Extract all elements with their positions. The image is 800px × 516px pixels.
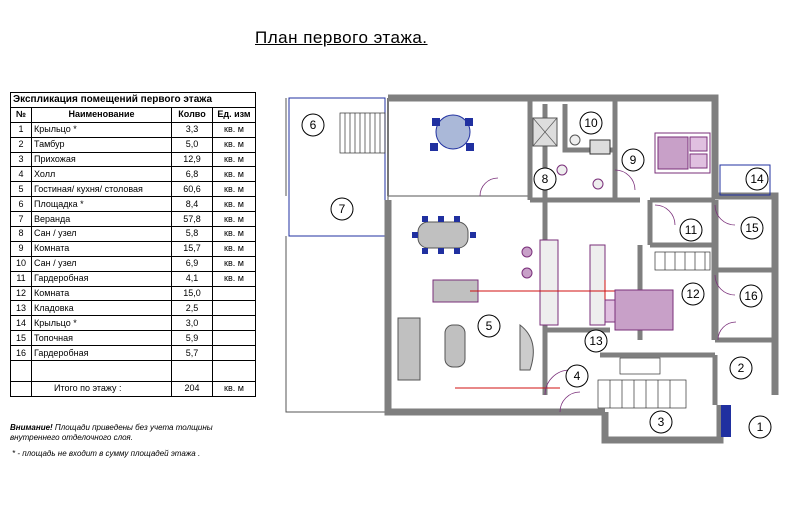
room-label-5: 5 — [486, 319, 493, 333]
dining-table — [417, 221, 469, 249]
stairs-middle — [654, 251, 711, 271]
kitchen-counter — [539, 239, 559, 326]
room-label-12: 12 — [686, 287, 700, 301]
room-label-4: 4 — [574, 369, 581, 383]
total-row: Итого по этажу : 204 кв. м — [10, 381, 256, 397]
note-text: Площади приведены без учета толщины внут… — [10, 423, 213, 442]
room-label-1: 1 — [757, 420, 764, 434]
row-unit: кв. м — [212, 136, 256, 153]
note-bold: Внимание! — [10, 423, 53, 432]
entrance-door — [721, 405, 731, 437]
coffee-table — [444, 324, 466, 368]
sink — [589, 139, 611, 155]
room-label-3: 3 — [658, 415, 665, 429]
bed-room12 — [614, 289, 674, 331]
room-label-16: 16 — [744, 289, 758, 303]
row-unit: кв. м — [212, 255, 256, 272]
stairs-lower — [597, 379, 687, 409]
landing-outline — [288, 97, 386, 237]
page-title: План первого этажа. — [255, 28, 428, 47]
room-label-6: 6 — [310, 118, 317, 132]
toilet — [569, 134, 581, 146]
room-label-10: 10 — [584, 116, 598, 130]
sofa-left — [397, 317, 421, 381]
round-table — [435, 114, 471, 150]
room-labels: 1 2 3 4 5 6 7 8 9 10 11 12 13 14 15 16 — [301, 111, 772, 439]
row-unit: кв. м — [212, 121, 256, 138]
stairs-upper — [339, 112, 386, 154]
room-label-2: 2 — [738, 361, 745, 375]
room-label-15: 15 — [745, 221, 759, 235]
total-unit: кв. м — [212, 381, 256, 397]
room-label-8: 8 — [542, 172, 549, 186]
exterior-walls — [384, 94, 779, 444]
room-label-7: 7 — [339, 202, 346, 216]
door-swings — [479, 169, 737, 413]
room-label-14: 14 — [750, 172, 764, 186]
warning-note: Внимание! Площади приведены без учета то… — [10, 423, 260, 443]
explication-table: Экспликация помещений первого этажа № На… — [10, 92, 256, 397]
room-label-11: 11 — [685, 223, 698, 237]
row-unit: кв. м — [212, 196, 256, 213]
footnote: * - площадь не входит в сумму площадей э… — [12, 449, 201, 458]
room-label-13: 13 — [589, 334, 603, 348]
room-label-9: 9 — [630, 153, 637, 167]
